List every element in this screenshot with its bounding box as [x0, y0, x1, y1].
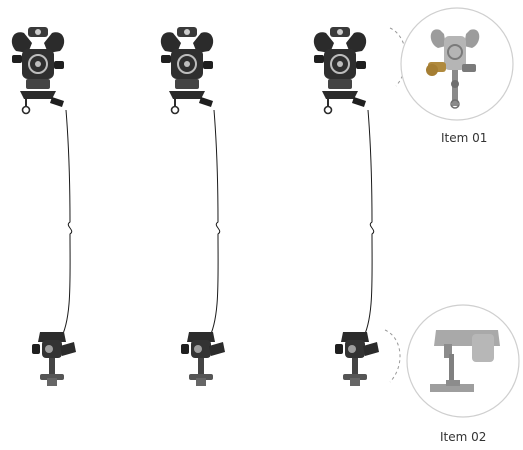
top-clamp-icon	[12, 27, 64, 114]
bottom-clamp-icon	[181, 332, 225, 386]
item-02-detail	[407, 305, 519, 417]
top-clamp-icon	[161, 27, 213, 114]
bottom-clamp-icon	[32, 332, 76, 386]
safety-cable	[60, 110, 72, 340]
safety-cable	[208, 110, 220, 340]
detail-circle	[407, 305, 519, 417]
callout-arc-bottom	[385, 330, 400, 382]
item-02-label: Item 02	[440, 430, 486, 444]
safety-cable	[362, 110, 374, 340]
assembly-column-2	[161, 27, 225, 386]
item-01-detail	[401, 8, 513, 120]
top-clamp-icon	[314, 27, 366, 114]
assembly-column-1	[12, 27, 76, 386]
bottom-clamp-icon	[335, 332, 379, 386]
item-01-label: Item 01	[441, 131, 487, 145]
assembly-column-3	[314, 27, 379, 386]
